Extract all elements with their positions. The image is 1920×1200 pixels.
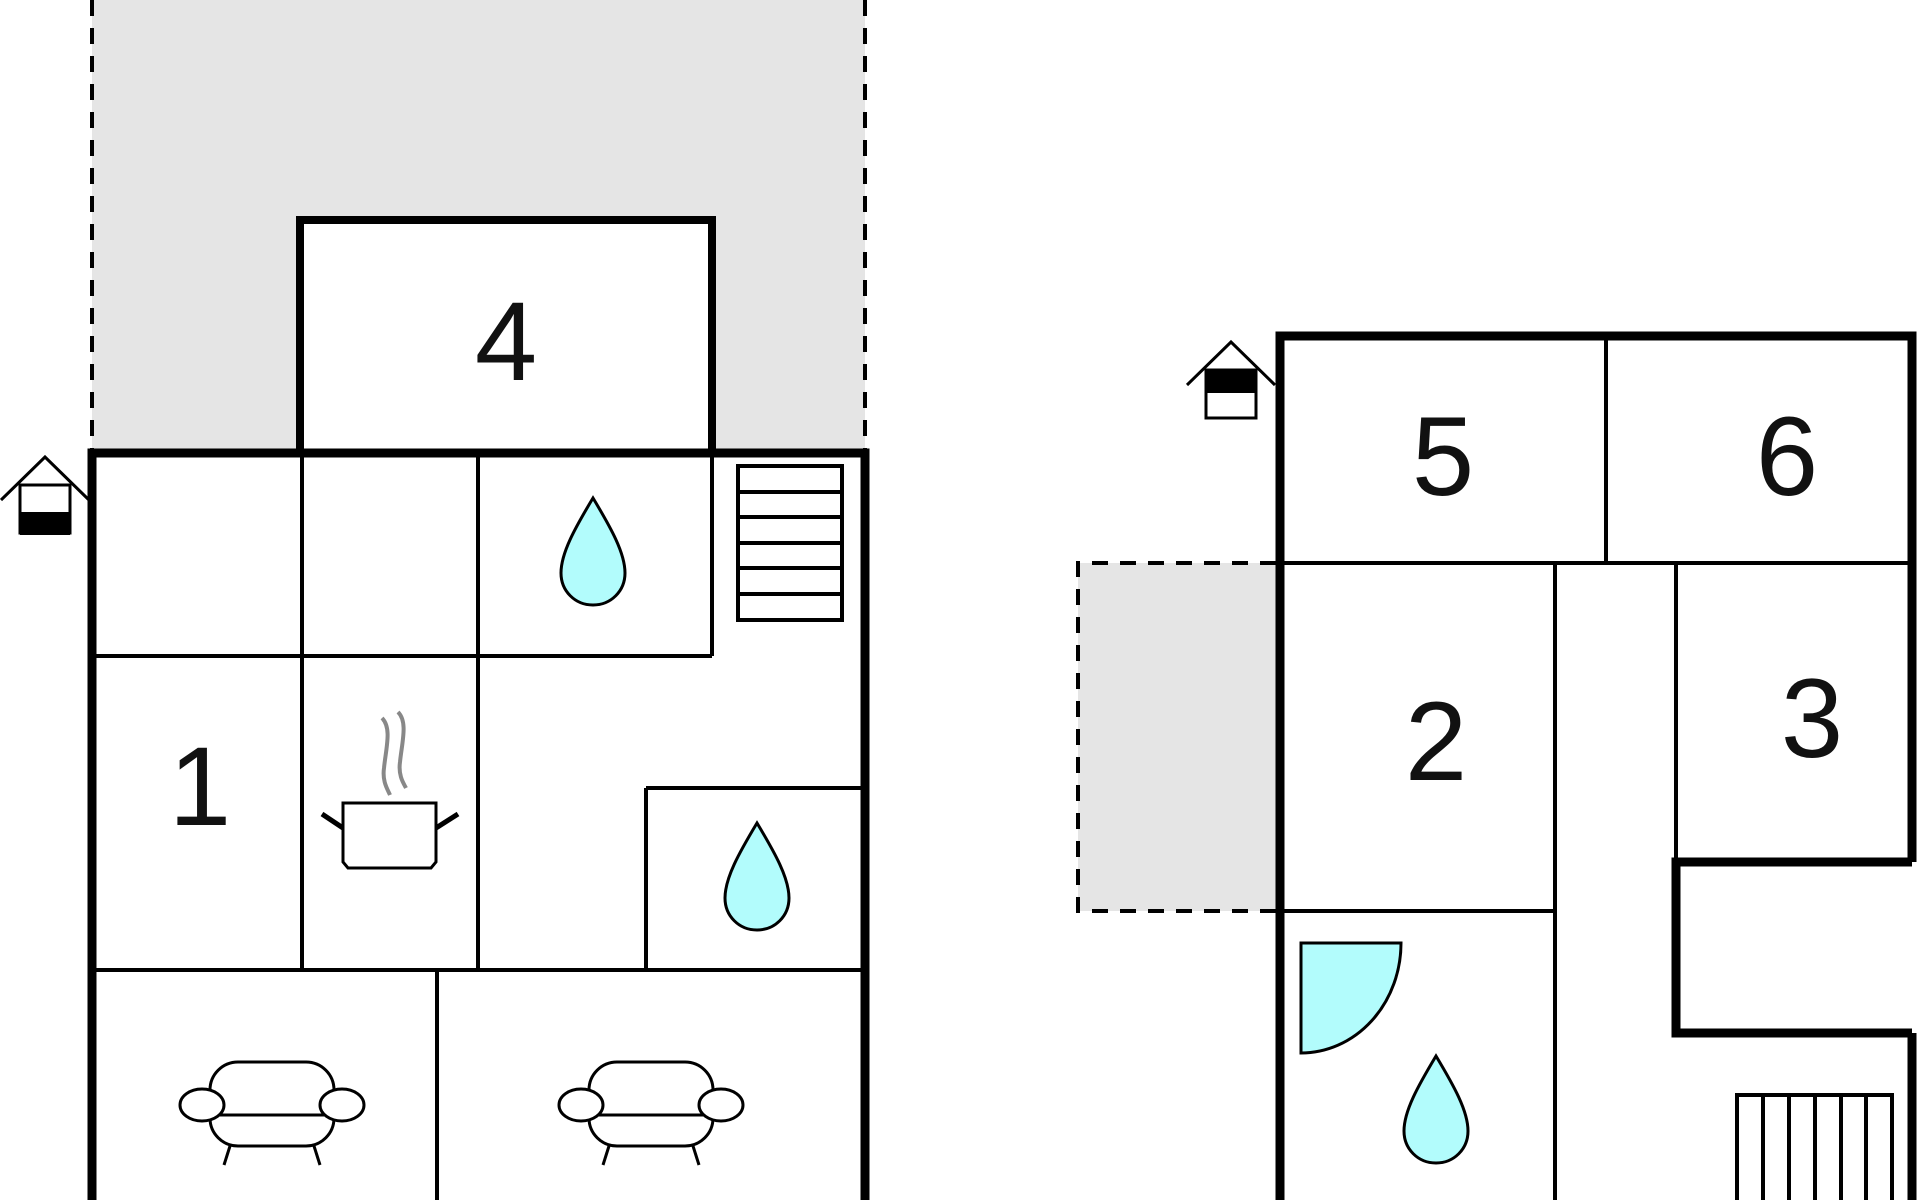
bathroom-icon bbox=[723, 821, 791, 932]
sofa-icon bbox=[557, 1060, 745, 1167]
kitchen-icon bbox=[320, 710, 460, 870]
room-4 bbox=[296, 216, 716, 457]
outer-wall bbox=[1671, 857, 1912, 1038]
right-floor: 5 6 2 3 bbox=[1076, 331, 1917, 1200]
shower-icon bbox=[1299, 941, 1403, 1055]
stairs-icon bbox=[736, 464, 844, 622]
room-number-4: 4 bbox=[475, 279, 537, 404]
room-number-6: 6 bbox=[1756, 394, 1818, 519]
left-floor: 4 1 bbox=[0, 0, 870, 1200]
outdoor-area-left bbox=[92, 0, 865, 450]
entrance-icon bbox=[0, 455, 91, 535]
stairs-icon bbox=[1735, 1093, 1894, 1200]
interior-walls bbox=[1280, 338, 1912, 1200]
outer-wall bbox=[1275, 331, 1917, 1200]
room-number-3: 3 bbox=[1781, 656, 1843, 781]
outer-wall bbox=[87, 448, 870, 1200]
bathroom-icon bbox=[559, 496, 627, 607]
outdoor-border bbox=[1076, 561, 1276, 913]
interior-walls bbox=[92, 453, 865, 1200]
entrance-icon bbox=[1185, 340, 1277, 420]
bathroom-icon bbox=[1402, 1054, 1470, 1165]
room-number-2: 2 bbox=[1405, 679, 1467, 804]
sofa-icon bbox=[178, 1060, 366, 1167]
room-number-5: 5 bbox=[1412, 394, 1474, 519]
outdoor-area-right bbox=[1078, 563, 1276, 911]
room-number-1: 1 bbox=[169, 724, 231, 849]
